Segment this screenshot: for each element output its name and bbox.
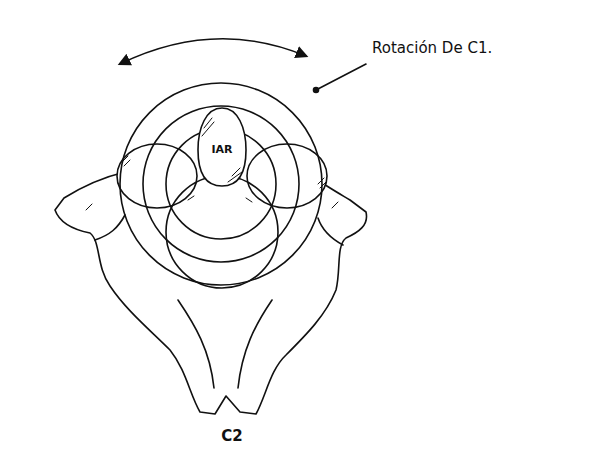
articular-facet — [117, 144, 197, 208]
part-label: Rotación De C1. — [372, 40, 492, 57]
dens-hatch — [228, 168, 242, 182]
edge-line — [318, 218, 343, 245]
leader-line — [316, 64, 366, 90]
leader-dot — [314, 88, 319, 93]
dens-hatch — [202, 118, 214, 136]
articular-facet — [247, 144, 327, 208]
region-label: IAR — [211, 144, 232, 156]
lamina-line — [178, 300, 214, 388]
dens — [198, 108, 246, 186]
part-label: C2 — [221, 428, 242, 445]
edge-line — [95, 215, 125, 240]
shading — [86, 156, 338, 210]
rotation-arrow — [120, 39, 306, 64]
canal-circle — [166, 176, 278, 288]
lamina-line — [238, 300, 272, 388]
rotation-circle — [120, 83, 322, 285]
